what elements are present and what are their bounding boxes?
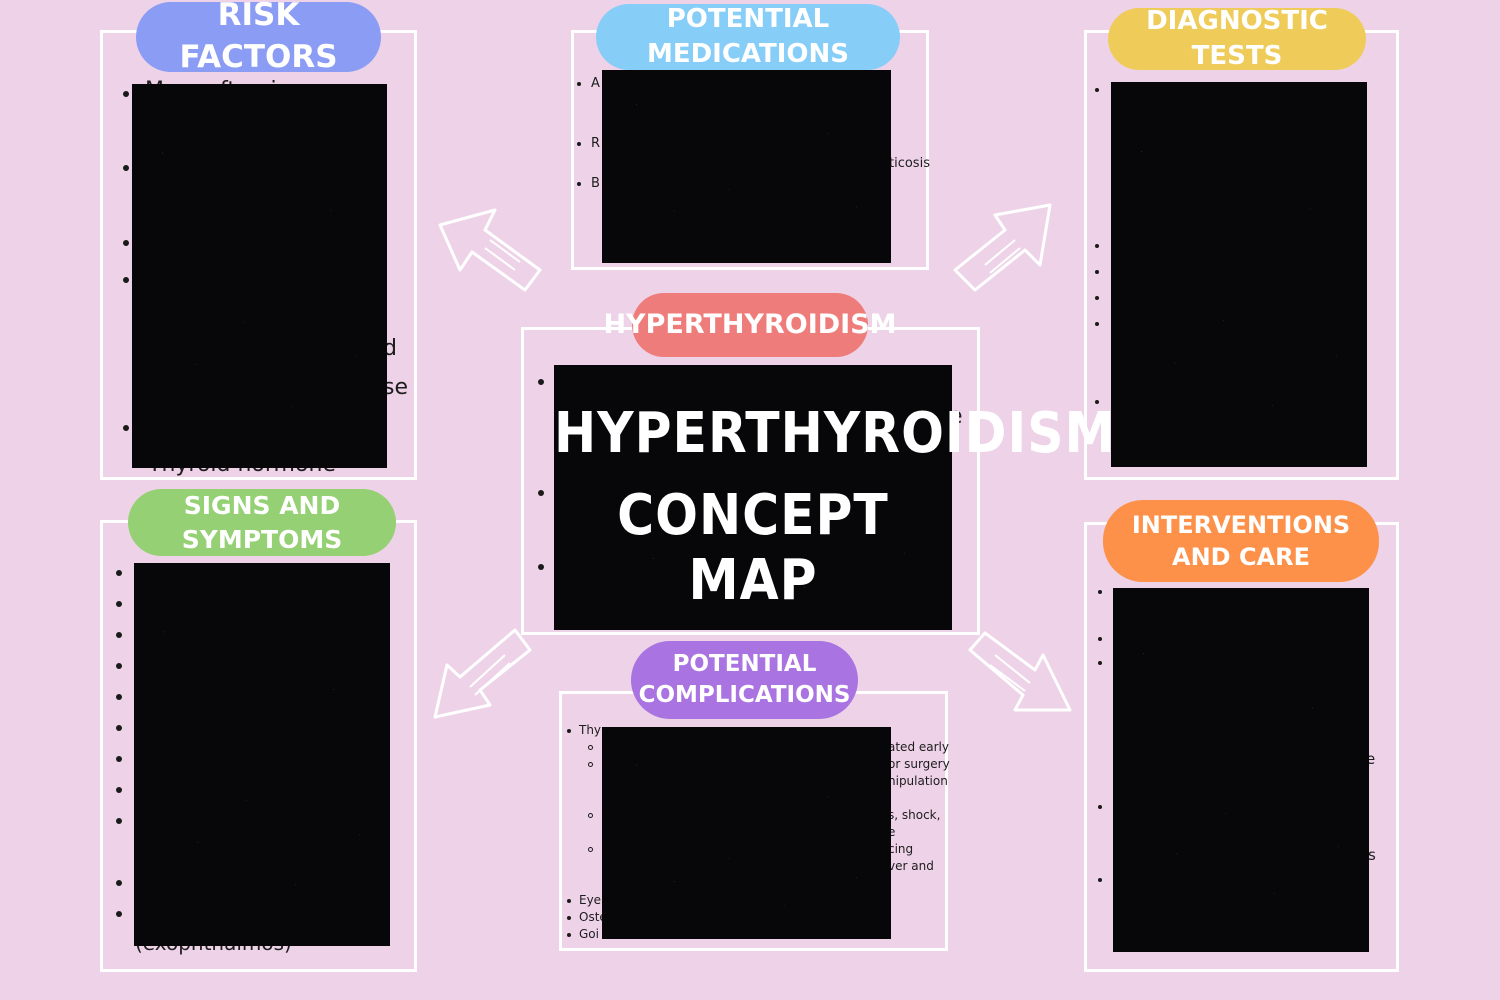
potential-complications-heading: POTENTIAL COMPLICATIONS	[631, 641, 858, 719]
list-bullet	[567, 933, 571, 937]
signs-and-symptoms-heading: SIGNS AND SYMPTOMS	[128, 489, 396, 556]
list-bullet	[123, 425, 129, 431]
medication-text: R	[591, 136, 601, 151]
list-bullet	[1095, 270, 1099, 274]
complication-text: nipulation	[888, 774, 948, 788]
complication-text: ver and	[888, 859, 934, 873]
list-bullet	[567, 916, 571, 920]
concept-map-title-line-1: HYPERTHYROIDISM	[554, 401, 1116, 466]
redaction-image	[602, 727, 891, 939]
redaction-image	[1111, 82, 1367, 467]
redaction-image	[1113, 588, 1369, 952]
list-bullet	[1098, 661, 1102, 665]
list-bullet	[1098, 805, 1102, 809]
list-bullet	[123, 91, 129, 97]
list-bullet	[116, 694, 122, 700]
hyperthyroidism-text: e	[949, 404, 963, 429]
list-bullet	[1095, 88, 1099, 92]
redaction-image	[132, 84, 387, 468]
complication-text: cing	[888, 842, 914, 856]
intervention-text: e	[1366, 750, 1376, 768]
list-bullet	[1095, 296, 1099, 300]
arrow-to-risk-factors	[438, 208, 542, 292]
sub-bullet	[588, 813, 593, 818]
complication-text: s, shock,	[888, 808, 941, 822]
complication-text: Thyr	[579, 723, 606, 737]
medication-text: B	[591, 176, 600, 191]
complication-text: Eye	[579, 893, 602, 907]
arrow-to-interventions	[968, 631, 1072, 712]
list-bullet	[116, 601, 122, 607]
concept-map-title-image: HYPERTHYROIDISM CONCEPT MAP	[554, 365, 1116, 630]
risk-factors-heading: RISK FACTORS	[136, 0, 381, 75]
list-bullet	[1095, 244, 1099, 248]
list-bullet	[116, 911, 122, 917]
list-bullet	[567, 899, 571, 903]
sub-bullet	[588, 745, 593, 750]
interventions-and-care-heading: INTERVENTIONS AND CARE	[1103, 500, 1379, 582]
list-bullet	[538, 379, 544, 385]
list-bullet	[123, 240, 129, 246]
list-bullet	[116, 725, 122, 731]
list-bullet	[116, 756, 122, 762]
list-bullet	[1098, 637, 1102, 641]
list-bullet	[116, 632, 122, 638]
redaction-image	[602, 70, 891, 263]
list-bullet	[116, 880, 122, 886]
complication-text: ated early	[888, 740, 949, 754]
list-bullet	[1095, 322, 1099, 326]
list-bullet	[116, 663, 122, 669]
complication-text: Goi	[579, 927, 599, 941]
arrow-to-diagnostic-tests	[953, 203, 1052, 292]
intervention-text: s	[1368, 846, 1376, 864]
list-bullet	[577, 182, 581, 186]
list-bullet	[577, 142, 581, 146]
list-bullet	[567, 729, 571, 733]
diagnostic-tests-heading: DIAGNOSTIC TESTS	[1108, 6, 1366, 71]
complication-text: e	[888, 825, 896, 839]
sub-bullet	[588, 847, 593, 852]
redaction-image	[134, 563, 390, 946]
sub-bullet	[588, 762, 593, 767]
list-bullet	[577, 82, 581, 86]
potential-medications-heading: POTENTIAL MEDICATIONS	[596, 4, 900, 70]
risk-factor-text: se	[383, 375, 408, 400]
list-bullet	[538, 564, 544, 570]
list-bullet	[1098, 590, 1102, 594]
medication-text: A	[591, 76, 600, 91]
complication-text: Oste	[579, 910, 607, 924]
list-bullet	[538, 490, 544, 496]
concept-map-title-line-2: CONCEPT MAP	[617, 483, 889, 613]
list-bullet	[1098, 878, 1102, 882]
hyperthyroidism-heading: HYPERTHYROIDISM	[603, 293, 897, 357]
arrow-to-signs-and-symptoms	[433, 628, 532, 719]
complication-text: or surgery	[888, 757, 950, 771]
list-bullet	[116, 570, 122, 576]
list-bullet	[123, 277, 129, 283]
list-bullet	[116, 818, 122, 824]
list-bullet	[116, 787, 122, 793]
list-bullet	[123, 165, 129, 171]
medication-text: ticosis	[889, 156, 930, 171]
list-bullet	[1095, 400, 1099, 404]
